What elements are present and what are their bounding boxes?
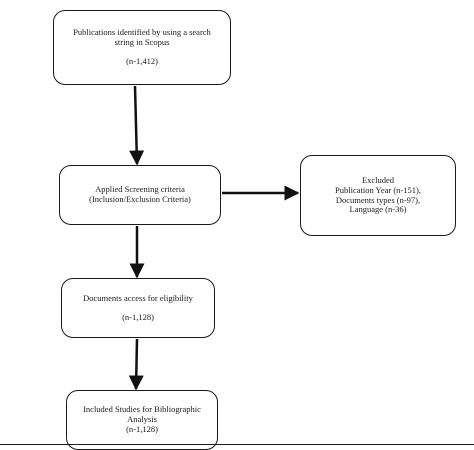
node-search-line1: Publications identified by using a searc… xyxy=(73,27,211,38)
node-access: Documents access for eligibility (n-1,12… xyxy=(61,278,215,338)
node-included-line1: Included Studies for Bibliographic xyxy=(83,404,201,415)
node-screening-line2: (Inclusion/Exclusion Criteria) xyxy=(89,194,191,204)
node-included: Included Studies for Bibliographic Analy… xyxy=(66,390,218,450)
node-access-count: (n-1,128) xyxy=(122,311,154,322)
arrow-search-to-screening xyxy=(129,85,145,166)
node-search: Publications identified by using a searc… xyxy=(53,10,231,85)
node-screening: Applied Screening criteria (Inclusion/Ex… xyxy=(59,165,221,225)
arrow-access-to-included xyxy=(128,338,144,391)
node-screening-line1: Applied Screening criteria xyxy=(95,184,185,195)
node-search-line2: string in Scopus xyxy=(114,37,170,48)
node-excluded-title: Excluded xyxy=(361,174,395,185)
node-access-line1: Documents access for eligibility xyxy=(83,292,193,303)
node-search-count: (n-1,412) xyxy=(126,55,158,66)
node-excluded-line1: Publication Year (n-151), xyxy=(335,184,421,195)
node-excluded: Excluded Publication Year (n-151), Docum… xyxy=(300,155,456,236)
node-included-count: (n-1,128) xyxy=(126,423,158,434)
node-excluded-line2: Documents types (n-97), xyxy=(335,194,421,205)
bottom-divider xyxy=(0,444,474,445)
node-excluded-line3: Language (n-36) xyxy=(349,204,407,215)
node-included-line2: Analysis xyxy=(127,414,157,425)
